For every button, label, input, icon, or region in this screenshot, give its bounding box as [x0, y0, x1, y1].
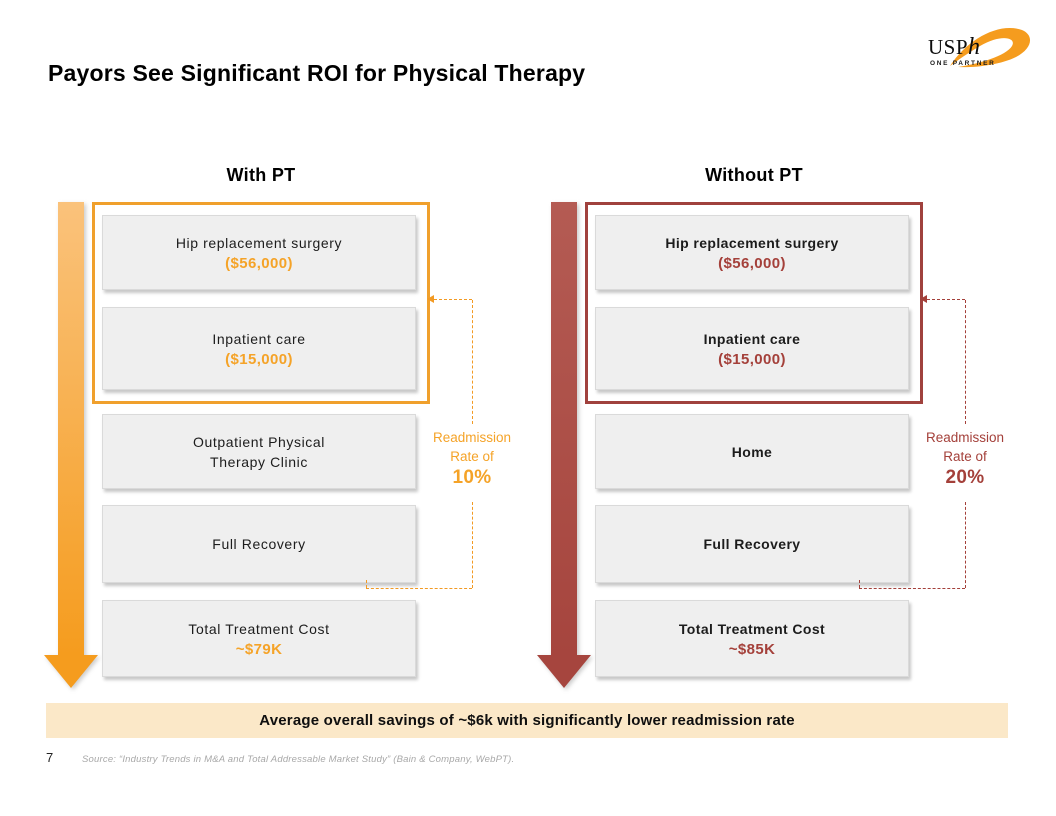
readmission-label-line2: Rate of — [450, 449, 494, 464]
column-header-with-pt: With PT — [226, 165, 296, 185]
logo-wordmark: USPh — [928, 34, 981, 61]
box-label: Full Recovery — [212, 536, 306, 552]
connector-line — [859, 588, 965, 589]
connector-line — [965, 502, 966, 588]
box-value: ($56,000) — [718, 255, 786, 272]
box-label: Inpatient care — [703, 331, 801, 347]
connector-line — [927, 299, 965, 300]
box-label: Total Treatment Cost — [678, 621, 826, 637]
source-note: Source: “Industry Trends in M&A and Tota… — [82, 754, 515, 765]
connector-line — [965, 300, 966, 424]
readmission-group-outline-without-pt — [585, 202, 923, 404]
box-inpatient-care-without-pt: Inpatient care ($15,000) — [595, 307, 909, 390]
readmission-label-line2: Rate of — [943, 449, 987, 464]
down-arrow-head — [44, 655, 98, 688]
box-hip-replacement-without-pt: Hip replacement surgery ($56,000) — [595, 215, 909, 290]
down-arrow-shaft — [551, 202, 577, 655]
box-value: ~$85K — [728, 641, 776, 658]
box-value: ~$79K — [235, 641, 283, 658]
box-inpatient-care-with-pt: Inpatient care ($15,000) — [102, 307, 416, 390]
connector-line — [366, 580, 367, 588]
readmission-label: Readmission — [925, 430, 1005, 445]
connector-line — [859, 580, 860, 588]
connector-line — [366, 588, 472, 589]
box-label: Inpatient care — [212, 331, 306, 347]
logo-h: h — [968, 34, 981, 60]
usph-logo: USPh ONE PARTNER — [928, 22, 1034, 82]
readmission-label: Readmission — [432, 430, 512, 445]
box-full-recovery-without-pt: Full Recovery — [595, 505, 909, 583]
box-total-cost-with-pt: Total Treatment Cost ~$79K — [102, 600, 416, 677]
logo-tagline: ONE PARTNER — [930, 60, 996, 67]
savings-banner-text: Average overall savings of ~$6k with sig… — [259, 712, 795, 729]
connector-arrowhead-icon — [427, 295, 434, 303]
box-label-line2: Therapy Clinic — [210, 453, 308, 470]
readmission-rate-value: 10% — [452, 467, 492, 488]
box-outpatient-pt-clinic: Outpatient Physical Therapy Clinic — [102, 414, 416, 489]
box-full-recovery-with-pt: Full Recovery — [102, 505, 416, 583]
page-number: 7 — [46, 750, 54, 765]
box-label: Hip replacement surgery — [665, 235, 839, 251]
box-label: Hip replacement surgery — [175, 235, 343, 251]
down-arrow-shaft — [58, 202, 84, 655]
connector-line — [472, 300, 473, 424]
readmission-rate-value: 20% — [945, 467, 985, 488]
connector-line — [434, 299, 472, 300]
column-header-without-pt: Without PT — [705, 165, 803, 185]
readmission-rate-without-pt: Readmission Rate of 20% — [909, 428, 1021, 487]
down-arrow-with-pt — [44, 202, 98, 688]
box-label: Outpatient Physical — [192, 433, 326, 450]
slide-title: Payors See Significant ROI for Physical … — [48, 60, 586, 86]
logo-usp: USP — [928, 35, 969, 59]
box-label: Full Recovery — [703, 536, 801, 552]
down-arrow-head — [537, 655, 591, 688]
savings-banner: Average overall savings of ~$6k with sig… — [46, 703, 1008, 738]
readmission-group-outline-with-pt — [92, 202, 430, 404]
box-hip-replacement-with-pt: Hip replacement surgery ($56,000) — [102, 215, 416, 290]
box-value: ($15,000) — [225, 351, 293, 368]
connector-line — [472, 502, 473, 588]
box-total-cost-without-pt: Total Treatment Cost ~$85K — [595, 600, 909, 677]
readmission-rate-with-pt: Readmission Rate of 10% — [416, 428, 528, 487]
logo-swoosh-icon — [934, 24, 1034, 79]
box-home: Home — [595, 414, 909, 489]
box-label: Home — [731, 443, 773, 460]
box-value: ($56,000) — [225, 255, 293, 272]
connector-arrowhead-icon — [920, 295, 927, 303]
box-value: ($15,000) — [718, 351, 786, 368]
box-label: Total Treatment Cost — [188, 621, 330, 637]
down-arrow-without-pt — [537, 202, 591, 688]
